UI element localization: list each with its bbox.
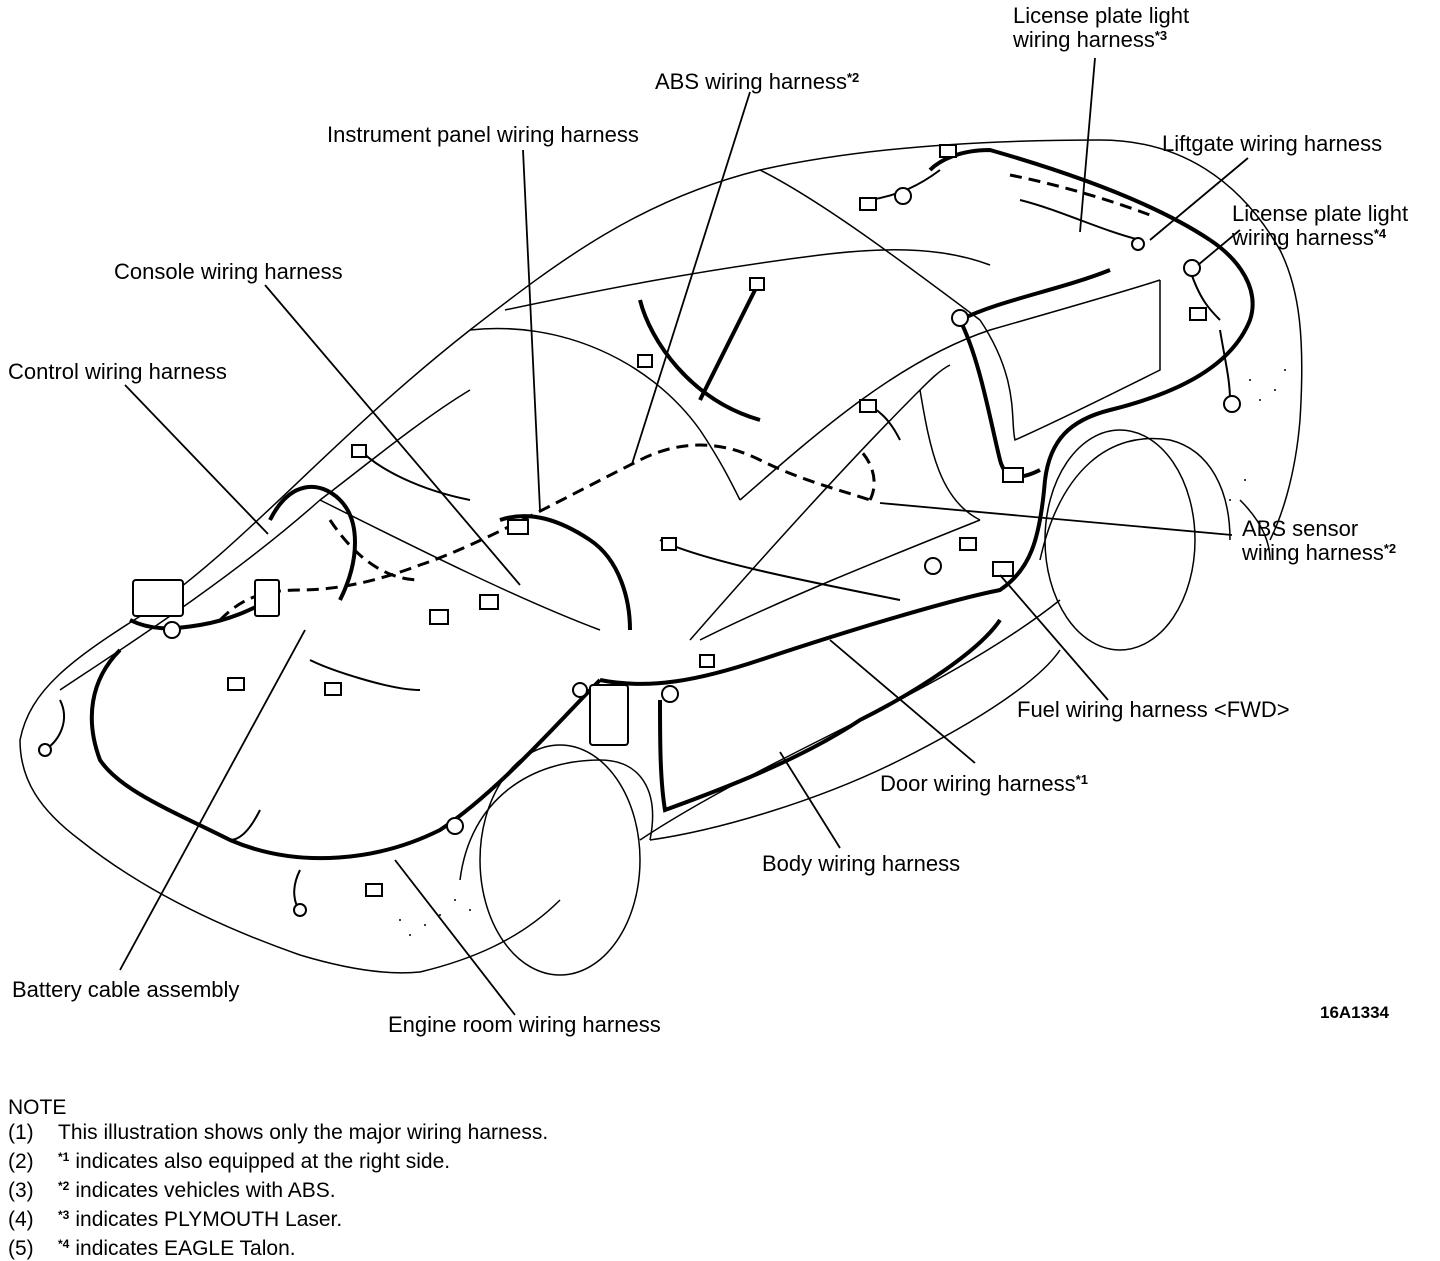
engine-room-harness-label: Engine room wiring harness <box>388 1012 661 1037</box>
abs-harness-sup: *2 <box>846 70 860 85</box>
note-item: (2) *1 indicates also equipped at the righ… <box>8 1145 548 1174</box>
license-plate-4-line1: License plate light <box>1232 201 1409 226</box>
notes-heading: NOTE <box>8 1096 67 1119</box>
license-plate-4-line2: wiring harness <box>1232 225 1374 250</box>
note-number: (5) <box>8 1237 34 1260</box>
console-harness-label: Console wiring harness <box>114 259 343 284</box>
fuel-harness-label: Fuel wiring harness <FWD> <box>1017 697 1290 722</box>
note-item: (5) *4 indicates EAGLE Talon. <box>8 1232 548 1261</box>
note-mark: *1 <box>58 1150 70 1164</box>
note-mark: *2 <box>58 1179 70 1193</box>
car-body-outline <box>19 139 1303 976</box>
note-mark: *3 <box>58 1208 70 1222</box>
main-wiring-harness <box>89 147 1255 861</box>
shading-dots <box>399 369 1286 936</box>
note-text: indicates PLYMOUTH Laser. <box>75 1208 343 1231</box>
license-plate-3-sup: *3 <box>1154 28 1168 43</box>
note-item: (4) *3 indicates PLYMOUTH Laser. <box>8 1203 548 1232</box>
liftgate-harness-label: Liftgate wiring harness <box>1162 131 1383 156</box>
abs-sensor-harness-label: ABS sensor wiring harness*2 <box>1242 517 1396 565</box>
abs-harness-label: ABS wiring harness*2 <box>655 70 859 94</box>
note-item: (3) *2 indicates vehicles with ABS. <box>8 1174 548 1203</box>
note-text: This illustration shows only the major w… <box>58 1121 549 1144</box>
door-harness-text: Door wiring harness <box>880 771 1076 796</box>
connectors <box>38 144 1241 917</box>
note-number: (1) <box>8 1121 34 1144</box>
note-number: (4) <box>8 1208 34 1231</box>
abs-sensor-line2: wiring harness <box>1242 540 1384 565</box>
abs-harness-text: ABS wiring harness <box>655 69 847 94</box>
instrument-panel-harness-label: Instrument panel wiring harness <box>327 122 639 147</box>
note-text: indicates also equipped at the right sid… <box>75 1150 451 1173</box>
note-item: (1) This illustration shows only the majo… <box>8 1120 548 1145</box>
figure-code: 16A1334 <box>1320 1003 1390 1022</box>
note-text: indicates vehicles with ABS. <box>75 1179 336 1202</box>
abs-dashed-harness <box>218 173 1151 622</box>
battery-cable-label: Battery cable assembly <box>12 977 240 1002</box>
license-plate-light-harness-4-label: License plate light wiring harness*4 <box>1232 202 1408 250</box>
notes-block: NOTE (1) This illustration shows only the… <box>8 1095 548 1261</box>
note-mark: *4 <box>58 1237 70 1251</box>
license-plate-3-line2: wiring harness <box>1013 27 1155 52</box>
note-number: (3) <box>8 1179 34 1202</box>
abs-sensor-sup: *2 <box>1383 541 1397 556</box>
door-harness-sup: *1 <box>1075 772 1088 787</box>
license-plate-4-sup: *4 <box>1373 226 1387 241</box>
door-harness-label: Door wiring harness*1 <box>880 772 1088 796</box>
note-number: (2) <box>8 1150 34 1173</box>
license-plate-3-line1: License plate light <box>1013 3 1190 28</box>
body-harness-label: Body wiring harness <box>762 851 961 876</box>
control-harness-label: Control wiring harness <box>8 359 227 384</box>
note-text: indicates EAGLE Talon. <box>75 1237 296 1260</box>
license-plate-light-harness-3-label: License plate light wiring harness*3 <box>1013 4 1189 52</box>
leader-lines <box>119 57 1249 1016</box>
abs-sensor-line1: ABS sensor <box>1242 516 1359 541</box>
